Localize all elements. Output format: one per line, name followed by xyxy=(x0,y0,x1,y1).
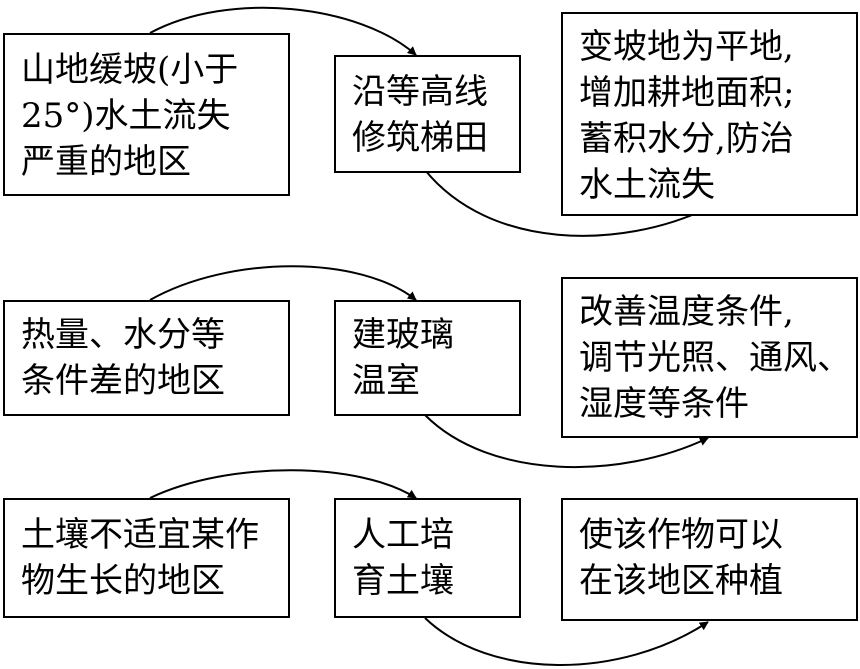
arrow-measure-to-effect-row-2 xyxy=(424,414,709,469)
measure-line: 建玻璃 xyxy=(352,315,454,355)
arrow-condition-to-measure-row-1 xyxy=(149,6,417,56)
effect-line: 变坡地为平地, xyxy=(579,27,794,67)
arrow-measure-to-effect-row-3 xyxy=(424,617,709,666)
effect-line: 改善温度条件, xyxy=(579,292,794,332)
measure-box-row-1: 沿等高线 修筑梯田 xyxy=(334,55,521,173)
effect-line: 湿度等条件 xyxy=(579,384,749,424)
arrow-condition-to-measure-row-2 xyxy=(149,265,417,301)
condition-line: 严重的地区 xyxy=(21,142,191,182)
measure-line: 人工培 xyxy=(352,515,454,555)
condition-line: 热量、水分等 xyxy=(21,315,225,355)
effect-box-row-1: 变坡地为平地, 增加耕地面积; 蓄积水分,防治 水土流失 xyxy=(561,12,858,216)
effect-line: 使该作物可以 xyxy=(579,515,783,555)
measure-line: 沿等高线 xyxy=(352,72,488,112)
condition-line: 山地缓坡(小于 xyxy=(21,50,239,90)
effect-line: 蓄积水分,防治 xyxy=(579,119,794,159)
measure-line: 育土壤 xyxy=(352,561,454,601)
arrow-measure-to-effect-row-1 xyxy=(424,169,709,237)
effect-box-row-2: 改善温度条件, 调节光照、通风、 湿度等条件 xyxy=(561,277,858,438)
effect-line: 在该地区种植 xyxy=(579,561,783,601)
condition-line: 土壤不适宜某作 xyxy=(21,515,259,555)
condition-line: 25°)水土流失 xyxy=(21,96,231,136)
measure-line: 温室 xyxy=(352,361,420,401)
effect-box-row-3: 使该作物可以 在该地区种植 xyxy=(561,498,858,621)
condition-line: 物生长的地区 xyxy=(21,561,225,601)
measure-line: 修筑梯田 xyxy=(352,118,488,158)
measure-box-row-3: 人工培 育土壤 xyxy=(334,498,521,618)
measure-box-row-2: 建玻璃 温室 xyxy=(334,300,521,416)
condition-box-row-1: 山地缓坡(小于 25°)水土流失 严重的地区 xyxy=(3,33,290,196)
effect-line: 调节光照、通风、 xyxy=(579,338,851,378)
condition-box-row-2: 热量、水分等 条件差的地区 xyxy=(3,300,290,416)
condition-box-row-3: 土壤不适宜某作 物生长的地区 xyxy=(3,498,290,618)
condition-line: 条件差的地区 xyxy=(21,361,225,401)
effect-line: 增加耕地面积; xyxy=(579,73,795,113)
effect-line: 水土流失 xyxy=(579,165,715,205)
arrow-condition-to-measure-row-3 xyxy=(149,469,417,499)
